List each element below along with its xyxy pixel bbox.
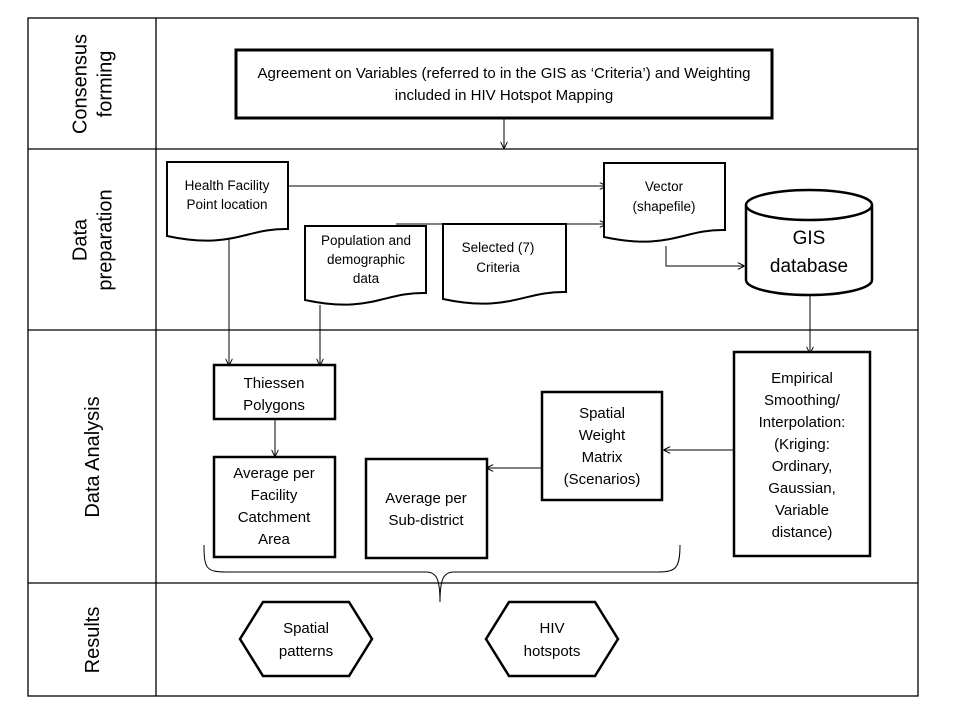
empirical-text-line: Smoothing/ <box>764 392 841 409</box>
lane-title-consensus-forming-line: forming <box>95 51 117 118</box>
lane-title-data-preparation-line: preparation <box>95 189 117 290</box>
population-text-line: data <box>353 271 380 286</box>
vector-text-line: (shapefile) <box>632 199 695 214</box>
hiv-hotspots-text-line: hotspots <box>524 643 581 660</box>
lane-title-data-preparation-line: Data <box>70 218 92 261</box>
spatial-weight-text-line: Matrix <box>582 449 623 466</box>
thiessen-text-line: Thiessen <box>244 375 305 392</box>
spatial-weight-text-line: Weight <box>579 427 626 444</box>
grouping-brace <box>203 544 681 603</box>
health-facility-text-line: Point location <box>186 197 267 212</box>
vector-shapefile-document: Vector (shapefile) <box>603 162 726 243</box>
health-facility-text-line: Health Facility <box>185 178 270 193</box>
spatial-patterns-text-line: Spatial <box>283 620 329 637</box>
empirical-text-line: (Kriging: <box>774 436 830 453</box>
empirical-text-line: Gaussian, <box>768 480 836 497</box>
lane-title-consensus-forming-line: Consensus <box>70 34 92 134</box>
population-text-line: Population and <box>321 233 411 248</box>
empirical-text-line: Interpolation: <box>759 414 846 431</box>
gis-database-text: GIS database <box>770 228 848 277</box>
lane-title-data-analysis: Data Analysis <box>82 396 104 517</box>
thiessen-text-line: Polygons <box>243 397 305 414</box>
population-text: Population and demographic data <box>321 233 411 286</box>
vector-text: Vector (shapefile) <box>632 179 695 214</box>
spatial-patterns-text-line: patterns <box>279 643 333 660</box>
empirical-text-line: Ordinary, <box>772 458 833 475</box>
population-text-line: demographic <box>327 252 405 267</box>
spatial-weight-text-line: (Scenarios) <box>564 471 641 488</box>
spatial-patterns-text: Spatial patterns <box>279 620 333 660</box>
selected-criteria-document: Selected (7) Criteria <box>442 223 567 305</box>
lane-title-results-line: Results <box>82 607 104 674</box>
spatial-patterns-hexagon: Spatial patterns <box>238 600 374 678</box>
selected-criteria-text-line: Criteria <box>476 260 520 275</box>
connectors <box>203 118 810 603</box>
lane-title-data-analysis-line: Data Analysis <box>82 396 104 517</box>
lane-title-results: Results <box>82 607 104 674</box>
empirical-text-line: distance) <box>772 524 833 541</box>
gis-database-text-line: database <box>770 256 848 277</box>
agreement-on-variables-box: Agreement on Variables (referred to in t… <box>234 48 774 120</box>
empirical-text-line: Empirical <box>771 370 833 387</box>
agreement-text-line: Agreement on Variables (referred to in t… <box>257 65 750 82</box>
hiv-hotspots-text: HIV hotspots <box>524 620 581 660</box>
vector-text-line: Vector <box>645 179 684 194</box>
average-facility-text-line: Catchment <box>238 509 311 526</box>
gis-database-text-line: GIS <box>793 228 826 249</box>
gis-database-cylinder: GIS database <box>744 188 874 297</box>
average-facility-text-line: Average per <box>233 465 314 482</box>
population-document: Population and demographic data <box>304 225 427 306</box>
agreement-text-line: included in HIV Hotspot Mapping <box>395 87 613 104</box>
selected-criteria-text: Selected (7) Criteria <box>462 240 535 275</box>
spatial-weight-text-line: Spatial <box>579 405 625 422</box>
selected-criteria-text-line: Selected (7) <box>462 240 535 255</box>
swimlane-frame <box>27 17 919 697</box>
average-facility-text-line: Facility <box>251 487 298 504</box>
hiv-hotspots-text-line: HIV <box>539 620 564 637</box>
hiv-hotspots-hexagon: HIV hotspots <box>484 600 620 678</box>
empirical-text-line: Variable <box>775 502 829 519</box>
arrow-vector-to-gis-database <box>665 246 744 266</box>
average-subdistrict-text-line: Average per <box>385 490 466 507</box>
average-subdistrict-text-line: Sub-district <box>388 512 464 529</box>
average-facility-text-line: Area <box>258 531 290 548</box>
agreement-text: Agreement on Variables (referred to in t… <box>257 65 750 104</box>
